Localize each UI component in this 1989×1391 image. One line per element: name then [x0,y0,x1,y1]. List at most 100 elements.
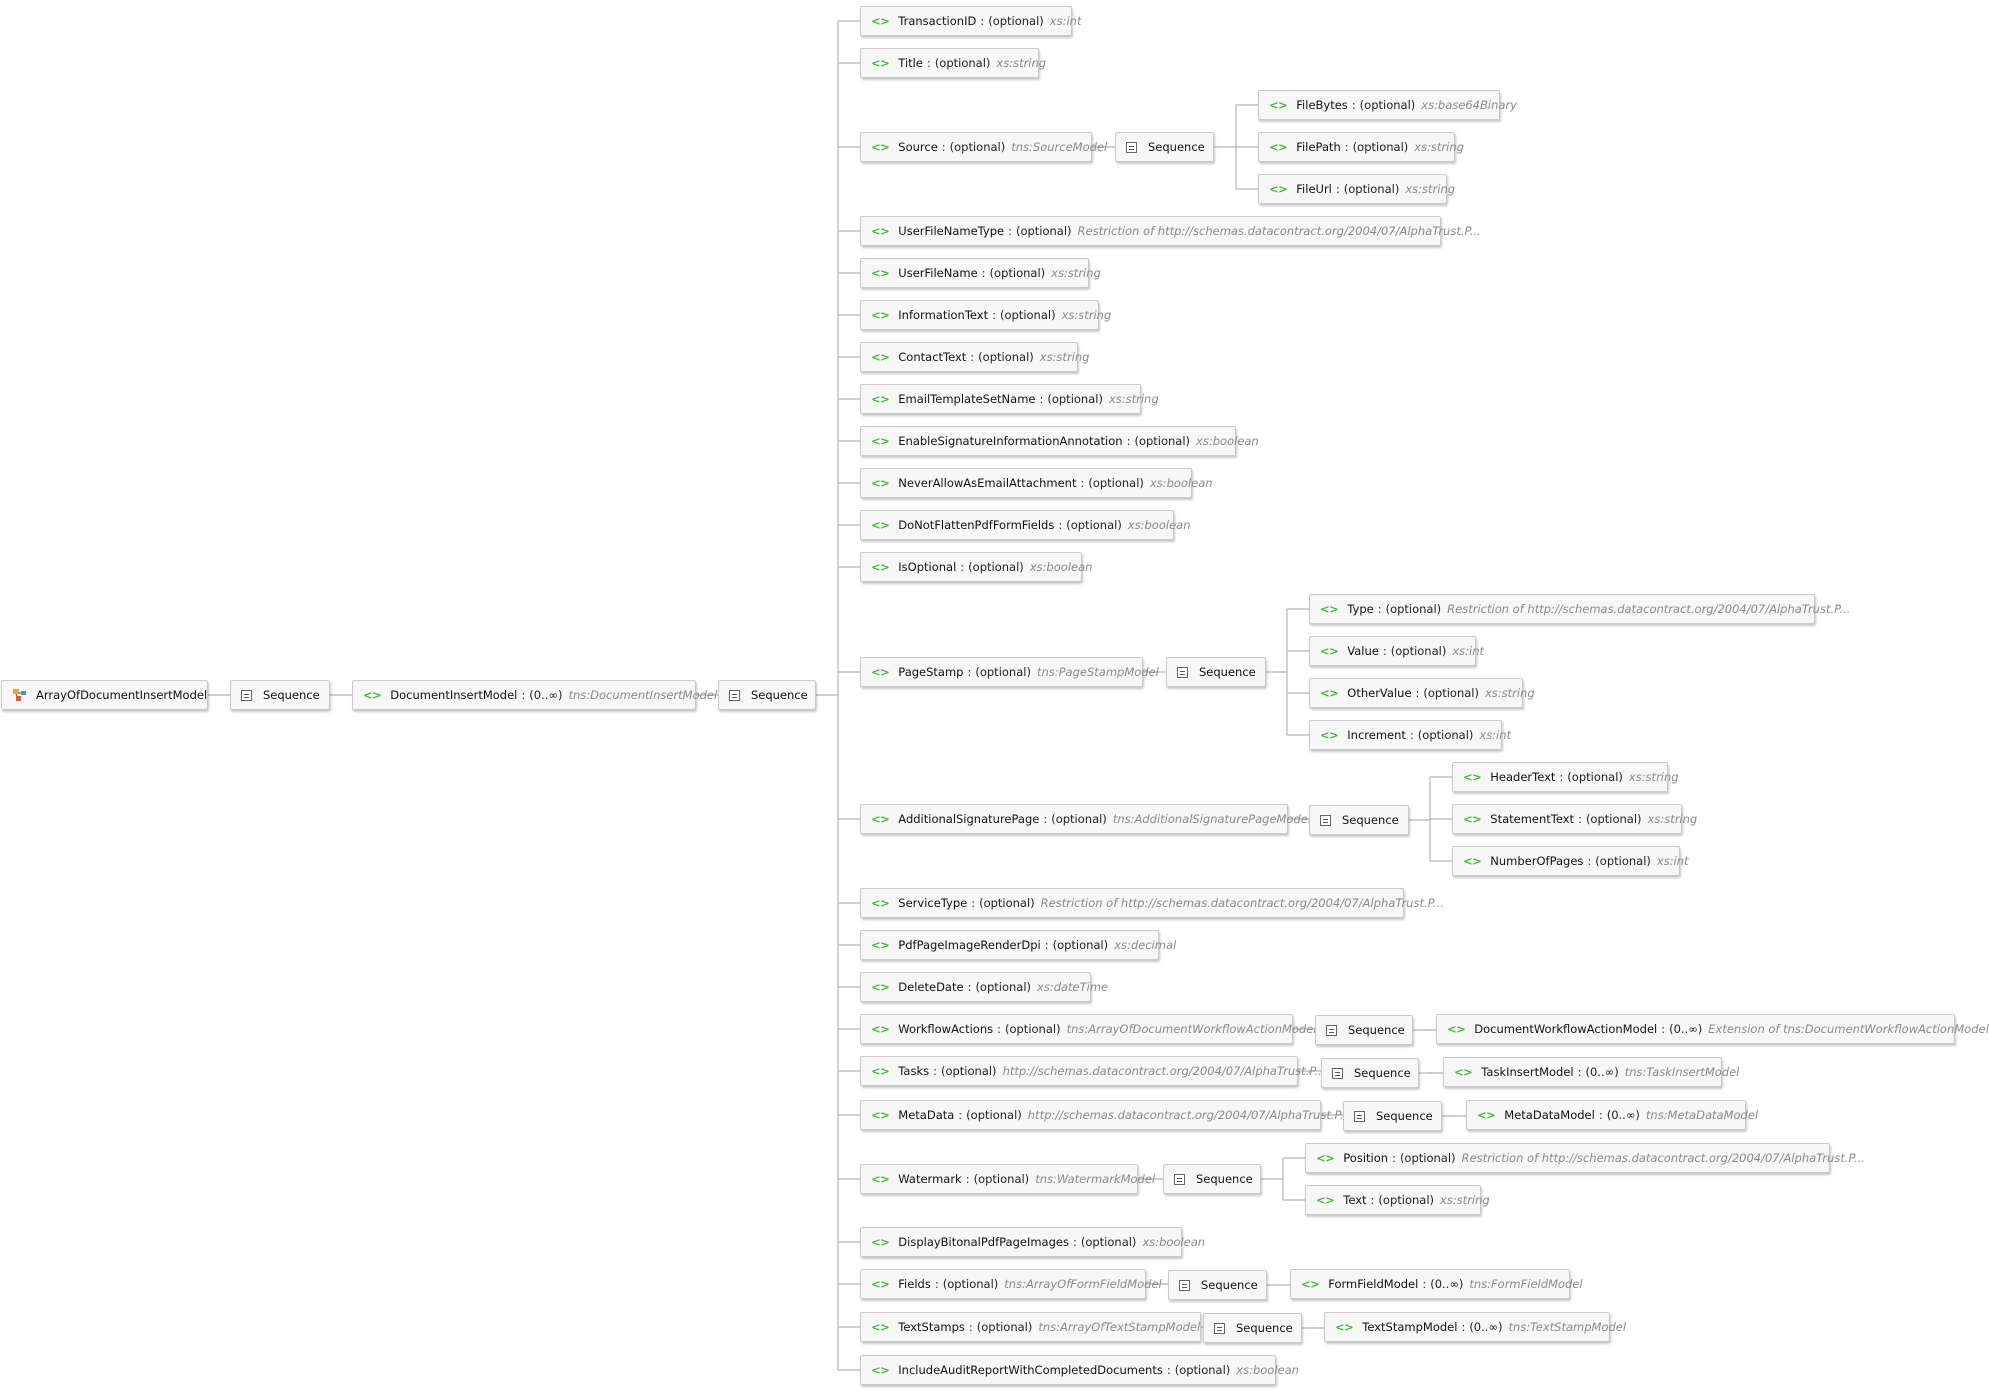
element-node-formfieldmodel[interactable]: <>FormFieldModel:(0..∞)tns:FormFieldMode… [1290,1269,1583,1299]
element-node-type[interactable]: <>Type:(optional)Restriction of http://s… [1309,594,1850,624]
element-node-transactionid[interactable]: <>TransactionID:(optional)xs:int [860,6,1081,36]
element-separator: : [1044,938,1049,952]
element-name: TaskInsertModel [1481,1065,1574,1079]
element-node-neverallowasemailattachment[interactable]: <>NeverAllowAsEmailAttachment:(optional)… [860,468,1213,498]
element-node-userfilenametype[interactable]: <>UserFileNameType:(optional)Restriction… [860,216,1481,246]
element-node-statementtext[interactable]: <>StatementText:(optional)xs:string [1452,804,1697,834]
element-node-headertext[interactable]: <>HeaderText:(optional)xs:string [1452,762,1679,792]
element-icon: <> [1301,1277,1320,1291]
sequence-node[interactable]: Sequence [1115,132,1214,162]
element-node-documentworkflowactionmodel[interactable]: <>DocumentWorkflowActionModel:(0..∞)Exte… [1436,1014,1989,1044]
element-icon: <> [871,1022,890,1036]
element-separator: : [1370,1193,1375,1207]
element-type: tns:ArrayOfDocumentWorkflowActionModel [1066,1022,1317,1036]
element-node-textstampmodel[interactable]: <>TextStampModel:(0..∞)tns:TextStampMode… [1324,1312,1626,1342]
element-node-textstamps[interactable]: <>TextStamps:(optional)tns:ArrayOfTextSt… [860,1312,1201,1342]
element-node-watermark[interactable]: <>Watermark:(optional)tns:WatermarkModel [860,1164,1155,1194]
element-icon: <> [871,896,890,910]
sequence-label: Sequence [1199,665,1256,679]
element-name: InformationText [898,308,989,322]
element-node-donotflattenpdfformfields[interactable]: <>DoNotFlattenPdfFormFields:(optional)xs… [860,510,1190,540]
element-node-metadatamodel[interactable]: <>MetaDataModel:(0..∞)tns:MetaDataModel [1466,1100,1758,1130]
element-multiplicity: (optional) [976,1320,1033,1334]
element-icon: <> [1269,140,1288,154]
element-separator: : [1166,1363,1171,1377]
element-node-position[interactable]: <>Position:(optional)Restriction of http… [1305,1143,1865,1173]
element-icon: <> [1463,812,1482,826]
root-type-node[interactable]: ArrayOfDocumentInsertModel [1,680,208,710]
sequence-node[interactable]: Sequence [1321,1058,1419,1088]
element-name: Watermark [898,1172,962,1186]
element-name: PageStamp [898,665,964,679]
element-separator: : [941,140,946,154]
element-node-informationtext[interactable]: <>InformationText:(optional)xs:string [860,300,1111,330]
element-icon: <> [1320,686,1339,700]
element-node-userfilename[interactable]: <>UserFileName:(optional)xs:string [860,258,1101,288]
element-icon: <> [871,812,890,826]
sequence-icon [1354,1110,1365,1122]
element-name: EnableSignatureInformationAnnotation [898,434,1123,448]
sequence-node[interactable]: Sequence [1203,1313,1302,1343]
element-node-pagestamp[interactable]: <>PageStamp:(optional)tns:PageStampModel [860,657,1159,687]
sequence-node[interactable]: Sequence [1343,1101,1442,1131]
sequence-label: Sequence [1236,1321,1293,1335]
element-multiplicity: (optional) [1417,728,1474,742]
element-node-source[interactable]: <>Source:(optional)tns:SourceModel [860,132,1107,162]
element-multiplicity: (0..∞) [1430,1277,1464,1291]
element-node-taskinsertmodel[interactable]: <>TaskInsertModel:(0..∞)tns:TaskInsertMo… [1443,1057,1739,1087]
element-name: DoNotFlattenPdfFormFields [898,518,1055,532]
element-node-fields[interactable]: <>Fields:(optional)tns:ArrayOfFormFieldM… [860,1269,1162,1299]
element-separator: : [1578,812,1582,826]
element-node-title[interactable]: <>Title:(optional)xs:string [860,48,1046,78]
element-node-enablesignatureinformationannotation[interactable]: <>EnableSignatureInformationAnnotation:(… [860,426,1259,456]
element-icon: <> [871,518,890,532]
sequence-node[interactable]: Sequence [1309,805,1409,835]
sequence-node[interactable]: Sequence [718,680,816,710]
element-icon: <> [871,1172,890,1186]
element-multiplicity: (optional) [968,560,1024,574]
element-multiplicity: (optional) [1378,1193,1435,1207]
element-separator: : [1461,1320,1466,1334]
element-node-includeauditreportwithcompleteddocuments[interactable]: <>IncludeAuditReportWithCompletedDocumen… [860,1355,1299,1385]
element-multiplicity: (optional) [942,1277,999,1291]
element-node-fileurl[interactable]: <>FileUrl:(optional)xs:string [1258,174,1455,204]
element-node-tasks[interactable]: <>Tasks:(optional)http://schemas.datacon… [860,1056,1326,1086]
element-node-filepath[interactable]: <>FilePath:(optional)xs:string [1258,132,1464,162]
element-node-displaybitonalpdfpageimages[interactable]: <>DisplayBitonalPdfPageImages:(optional)… [860,1227,1205,1257]
element-type: tns:DocumentInsertModel [568,688,718,702]
element-node-metadata[interactable]: <>MetaData:(optional)http://schemas.data… [860,1100,1351,1130]
element-separator: : [1126,434,1131,448]
element-separator: : [968,1320,973,1334]
element-node-workflowactions[interactable]: <>WorkflowActions:(optional)tns:ArrayOfD… [860,1014,1317,1044]
element-name: AdditionalSignaturePage [898,812,1040,826]
element-node-additionalsignaturepage[interactable]: <>AdditionalSignaturePage:(optional)tns:… [860,804,1311,834]
element-node-isoptional[interactable]: <>IsOptional:(optional)xs:boolean [860,552,1092,582]
element-node-value[interactable]: <>Value:(optional)xs:int [1309,636,1484,666]
element-name: TextStampModel [1362,1320,1458,1334]
element-node-pdfpageimagerenderdpi[interactable]: <>PdfPageImageRenderDpi:(optional)xs:dec… [860,930,1176,960]
sequence-node[interactable]: Sequence [230,680,330,710]
element-multiplicity: (optional) [989,266,1046,280]
element-separator: : [965,1172,970,1186]
element-node-deletedate[interactable]: <>DeleteDate:(optional)xs:dateTime [860,972,1108,1002]
element-separator: : [1072,1235,1077,1249]
element-name: HeaderText [1490,770,1556,784]
element-multiplicity: (optional) [1004,1022,1061,1036]
element-node-increment[interactable]: <>Increment:(optional)xs:int [1309,720,1511,750]
sequence-node[interactable]: Sequence [1163,1164,1261,1194]
sequence-node[interactable]: Sequence [1315,1015,1413,1045]
sequence-node[interactable]: Sequence [1166,657,1266,687]
element-node-text[interactable]: <>Text:(optional)xs:string [1305,1185,1490,1215]
sequence-node[interactable]: Sequence [1168,1270,1267,1300]
element-multiplicity: (0..∞) [529,688,563,702]
element-node-othervalue[interactable]: <>OtherValue:(optional)xs:string [1309,678,1535,708]
element-node-numberofpages[interactable]: <>NumberOfPages:(optional)xs:int [1452,846,1689,876]
element-node-servicetype[interactable]: <>ServiceType:(optional)Restriction of h… [860,888,1444,918]
element-name: UserFileNameType [898,224,1005,238]
element-node-contacttext[interactable]: <>ContactText:(optional)xs:string [860,342,1089,372]
element-node-filebytes[interactable]: <>FileBytes:(optional)xs:base64Binary [1258,90,1517,120]
element-icon: <> [1447,1022,1466,1036]
element-node-documentinsertmodel[interactable]: <>DocumentInsertModel:(0..∞)tns:Document… [352,680,717,710]
element-separator: : [980,14,985,28]
element-node-emailtemplatesetname[interactable]: <>EmailTemplateSetName:(optional)xs:stri… [860,384,1159,414]
